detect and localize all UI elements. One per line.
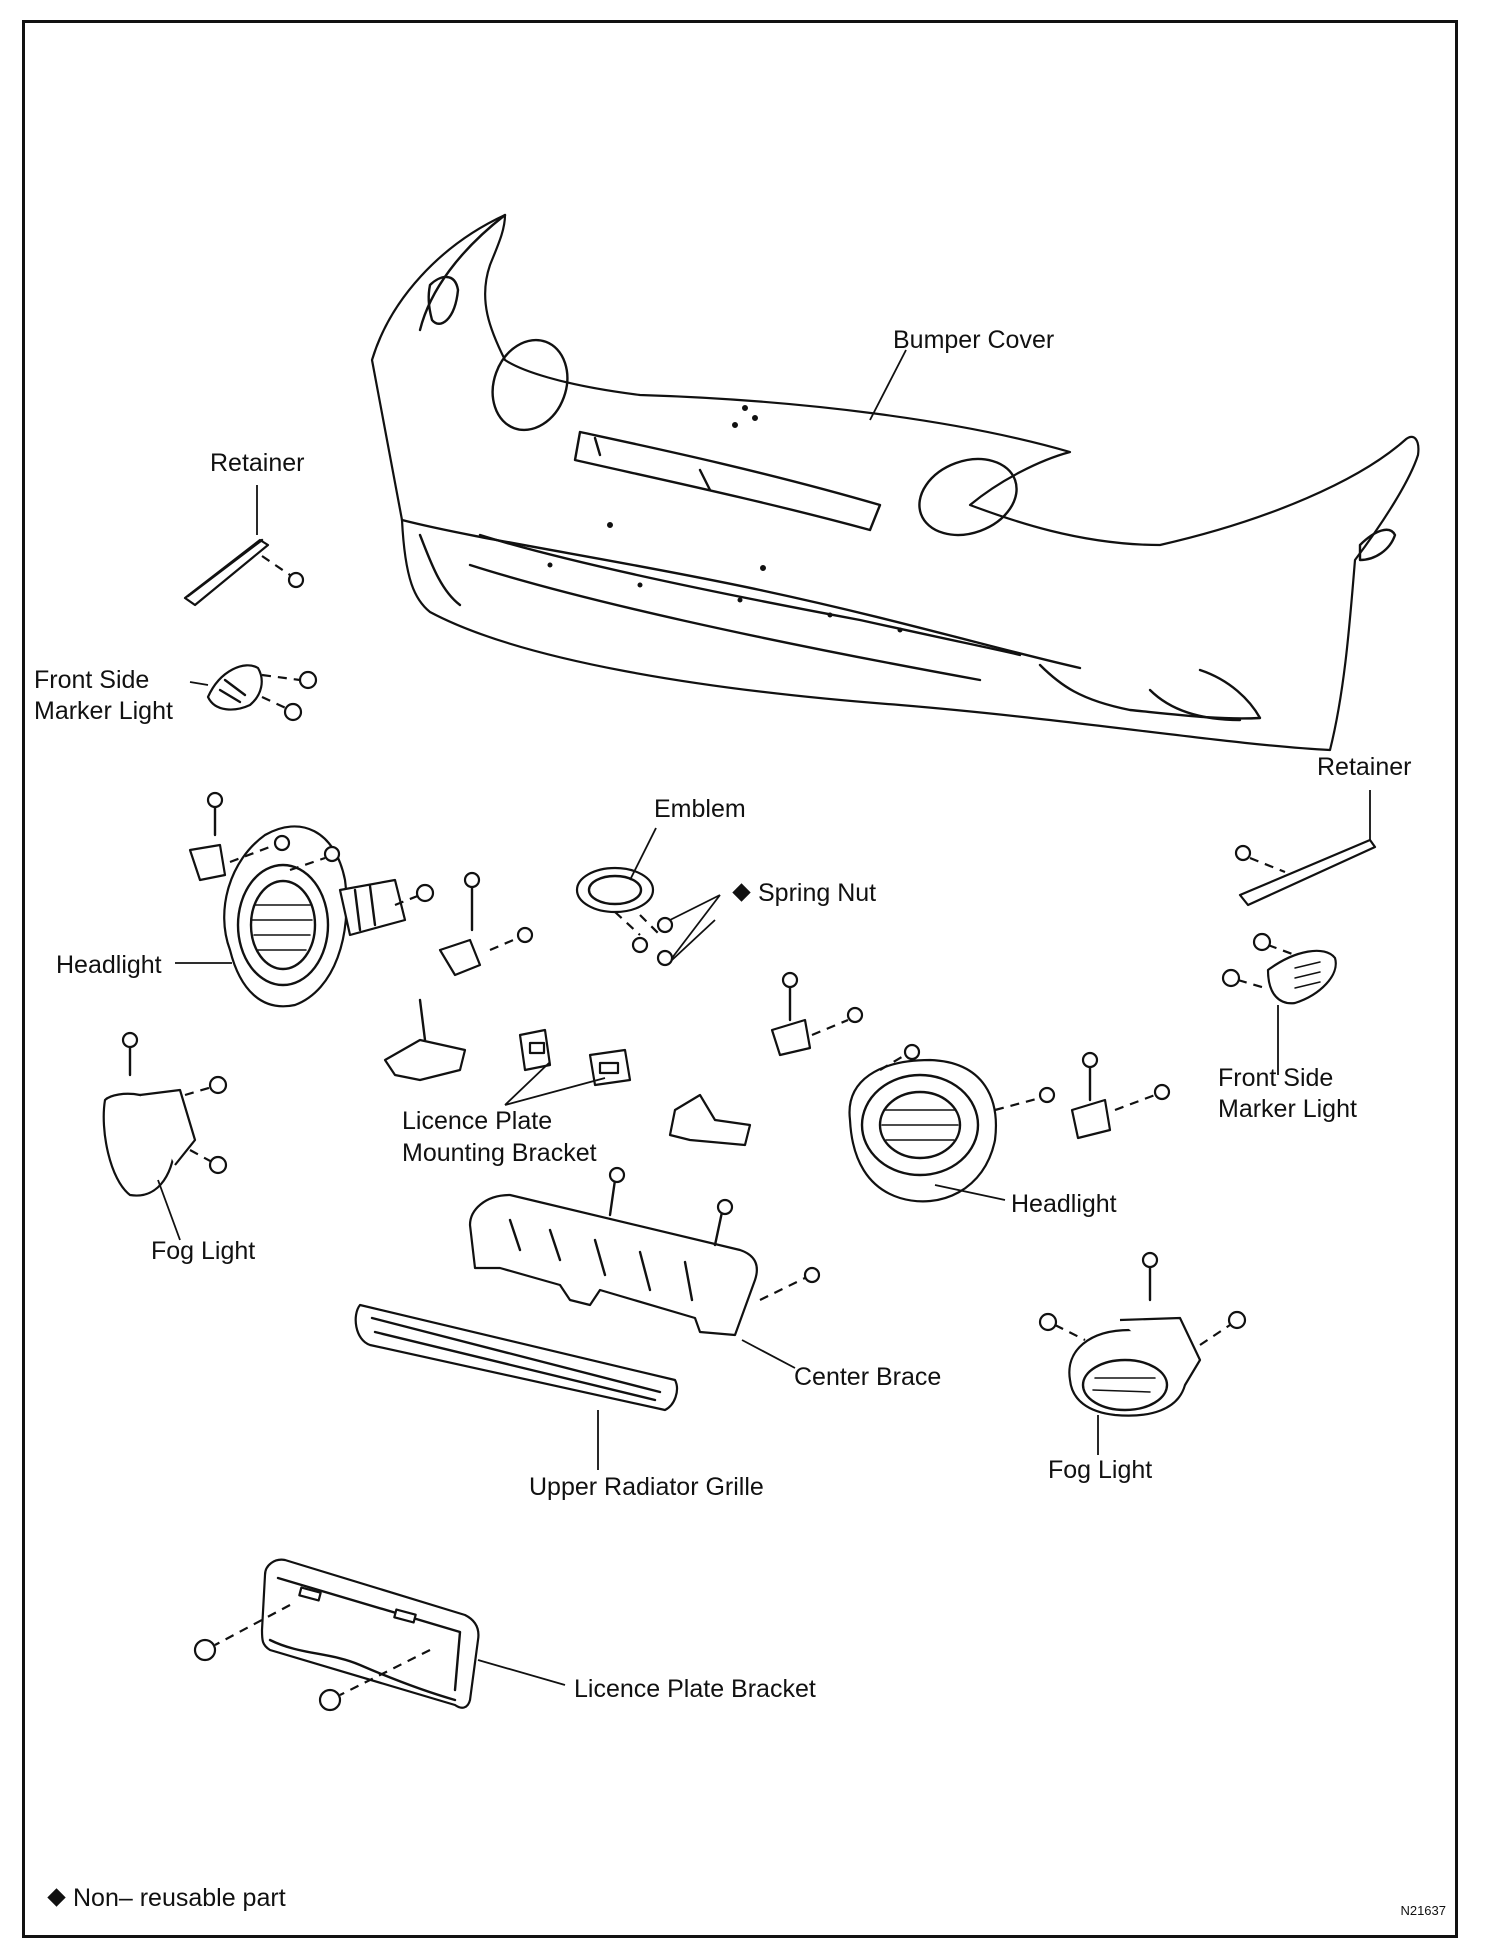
licence-plate-bracket-drawing [193,1558,566,1712]
fog-light-right-drawing [1038,1251,1247,1455]
non-reusable-diamond-icon [732,883,751,902]
retainer-right-drawing [1234,838,1377,907]
legend-non-reusable: Non– reusable part [47,1883,286,1914]
label-retainer-right: Retainer [1317,753,1412,781]
label-licence-plate-mounting-bracket-line2: Mounting Bracket [402,1139,597,1167]
label-upper-radiator-grille: Upper Radiator Grille [529,1473,764,1501]
label-front-side-marker-left-line1: Front Side [34,666,150,694]
label-center-brace: Center Brace [794,1363,942,1391]
fog-light-left-drawing [102,1031,228,1197]
label-fog-light-left: Fog Light [151,1237,256,1265]
diagram-frame [22,20,1458,1938]
headlight-left-drawing [188,791,534,1008]
label-emblem: Emblem [654,795,746,823]
leader-lines [157,349,1371,1241]
non-reusable-diamond-icon [47,1888,66,1907]
label-retainer-left: Retainer [210,449,305,477]
label-spring-nut: Spring Nut [732,878,877,909]
center-brace-drawing [468,1166,821,1369]
legend-non-reusable-text: Non– reusable part [73,1884,286,1912]
upper-radiator-grille-drawing [354,1303,679,1470]
label-bumper-cover: Bumper Cover [893,326,1055,354]
label-front-side-marker-right-line1: Front Side [1218,1064,1334,1092]
bumper-cover-drawing [370,213,1420,752]
figure-id: N21637 [1400,1903,1446,1918]
front-side-marker-right-drawing [1221,932,1337,1075]
licence-plate-mounting-bracket-drawing [383,998,752,1147]
label-licence-plate-bracket: Licence Plate Bracket [574,1675,816,1703]
label-licence-plate-mounting-bracket-line1: Licence Plate [402,1107,553,1135]
label-fog-light-right: Fog Light [1048,1456,1153,1484]
retainer-left-drawing [183,538,305,607]
label-front-side-marker-right-line2: Marker Light [1218,1095,1357,1123]
label-headlight-left: Headlight [56,951,162,979]
emblem-drawing [575,866,721,967]
label-spring-nut-text: Spring Nut [758,879,877,907]
front-side-marker-left-drawing [206,664,318,722]
label-front-side-marker-left-line2: Marker Light [34,697,173,725]
label-headlight-right: Headlight [1011,1190,1117,1218]
headlight-right-drawing [770,971,1171,1203]
